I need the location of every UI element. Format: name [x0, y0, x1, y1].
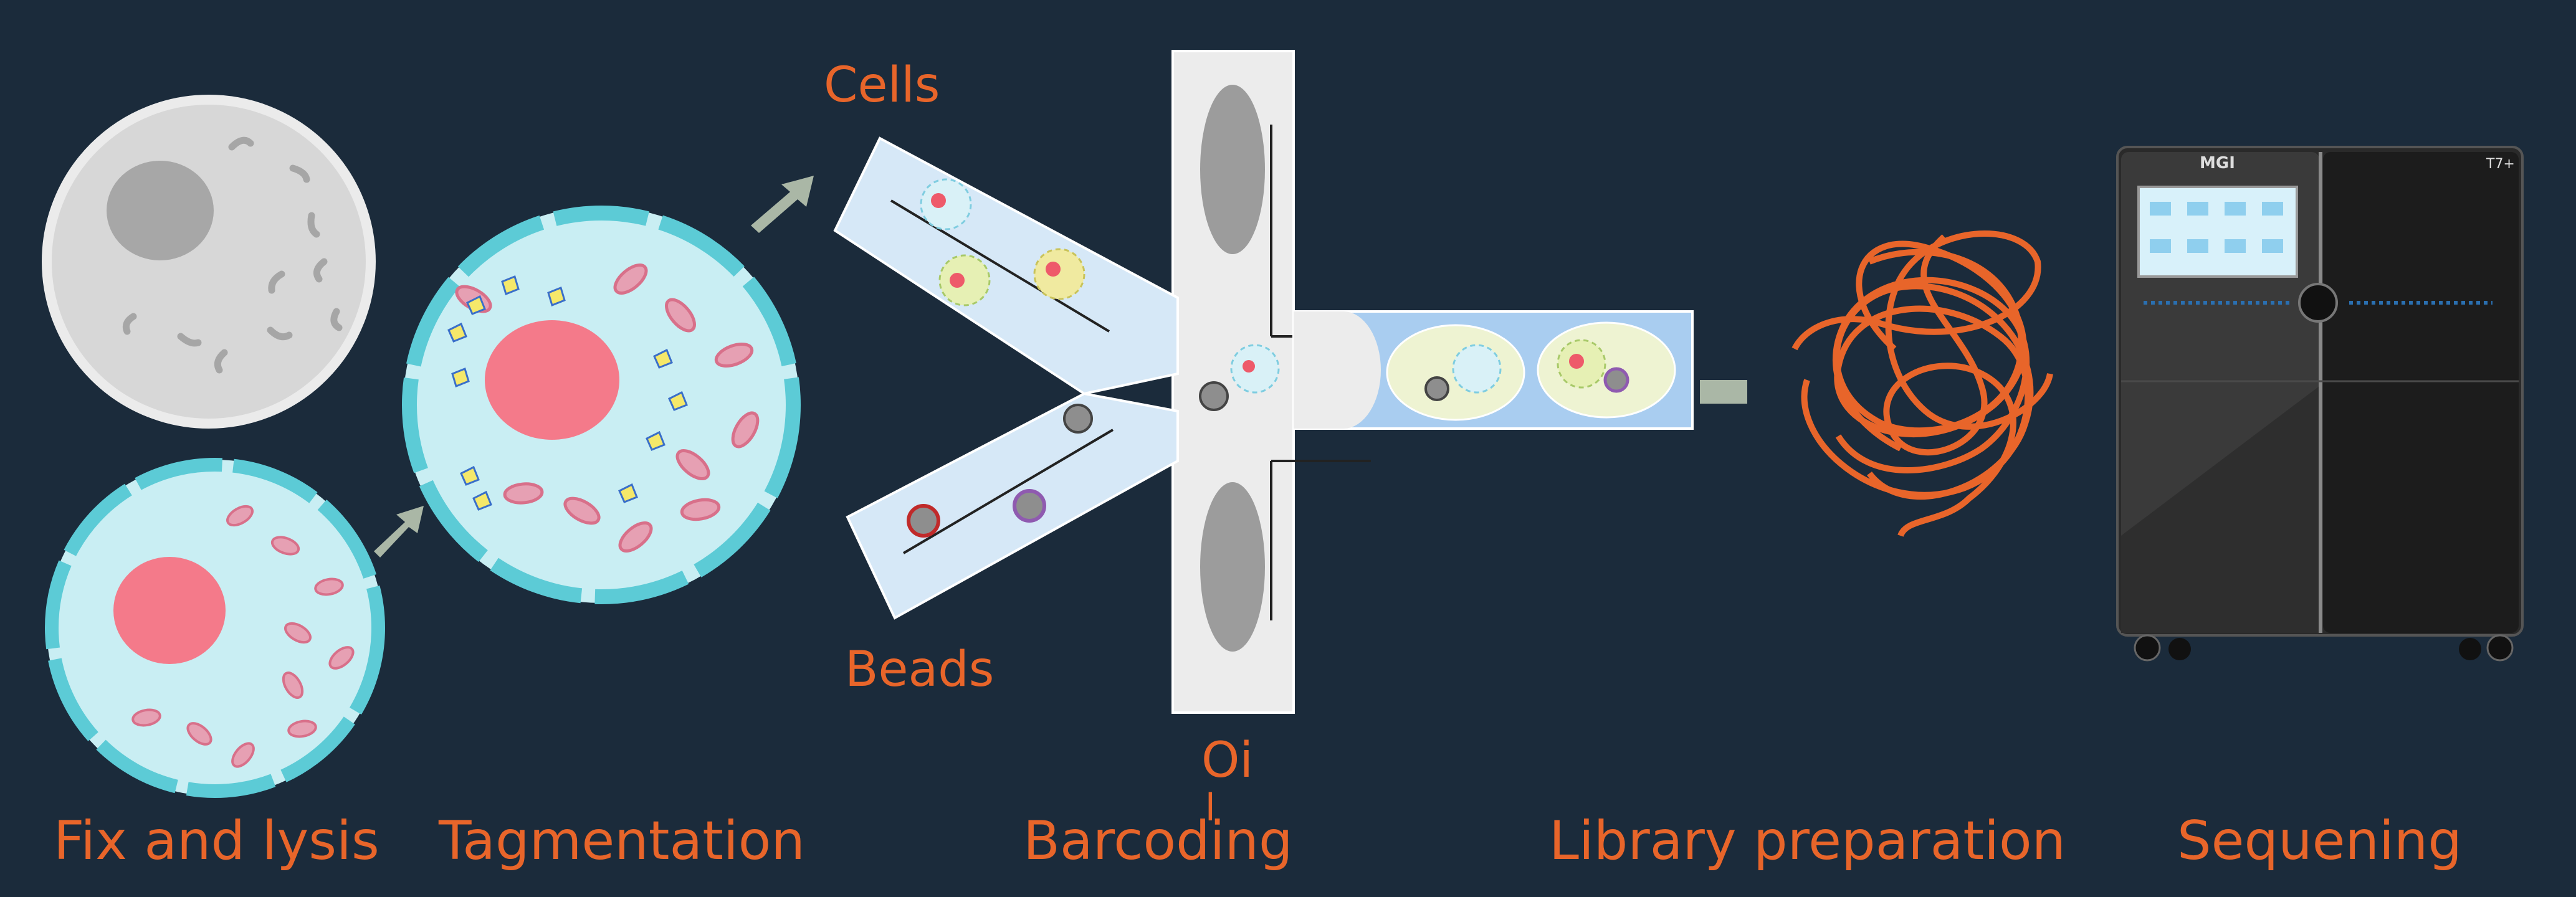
oil-label-tail: l: [1205, 786, 1216, 830]
oil-label: Oi: [1201, 733, 1254, 789]
sequencer-model-label: T7+: [2486, 156, 2515, 172]
tagmentation-cell: [402, 206, 801, 604]
step-tagmentation-label: Tagmentation: [439, 810, 805, 872]
beads-label: Beads: [845, 642, 995, 698]
lysed-cell: [45, 458, 385, 798]
step-library-preparation-label: Library preparation: [1549, 810, 2066, 872]
step-barcoding-label: Barcoding: [1023, 810, 1293, 872]
step-sequencing-label: Sequening: [2177, 810, 2463, 872]
step-fix-and-lysis-label: Fix and lysis: [54, 810, 379, 872]
cells-label: Cells: [824, 57, 940, 113]
sequencer-brand-logo: MGI: [2200, 154, 2235, 173]
arrow-to-library: [1700, 380, 1747, 404]
arrow-lysis-to-tag: [374, 506, 424, 558]
arrow-tag-to-channel: [751, 176, 814, 233]
dna-library-tangle: [1791, 230, 2053, 538]
sequencer-instrument: MGI T7+: [2116, 146, 2524, 662]
fixed-cell: [42, 95, 376, 429]
microfluidic-chip: [833, 50, 1694, 714]
